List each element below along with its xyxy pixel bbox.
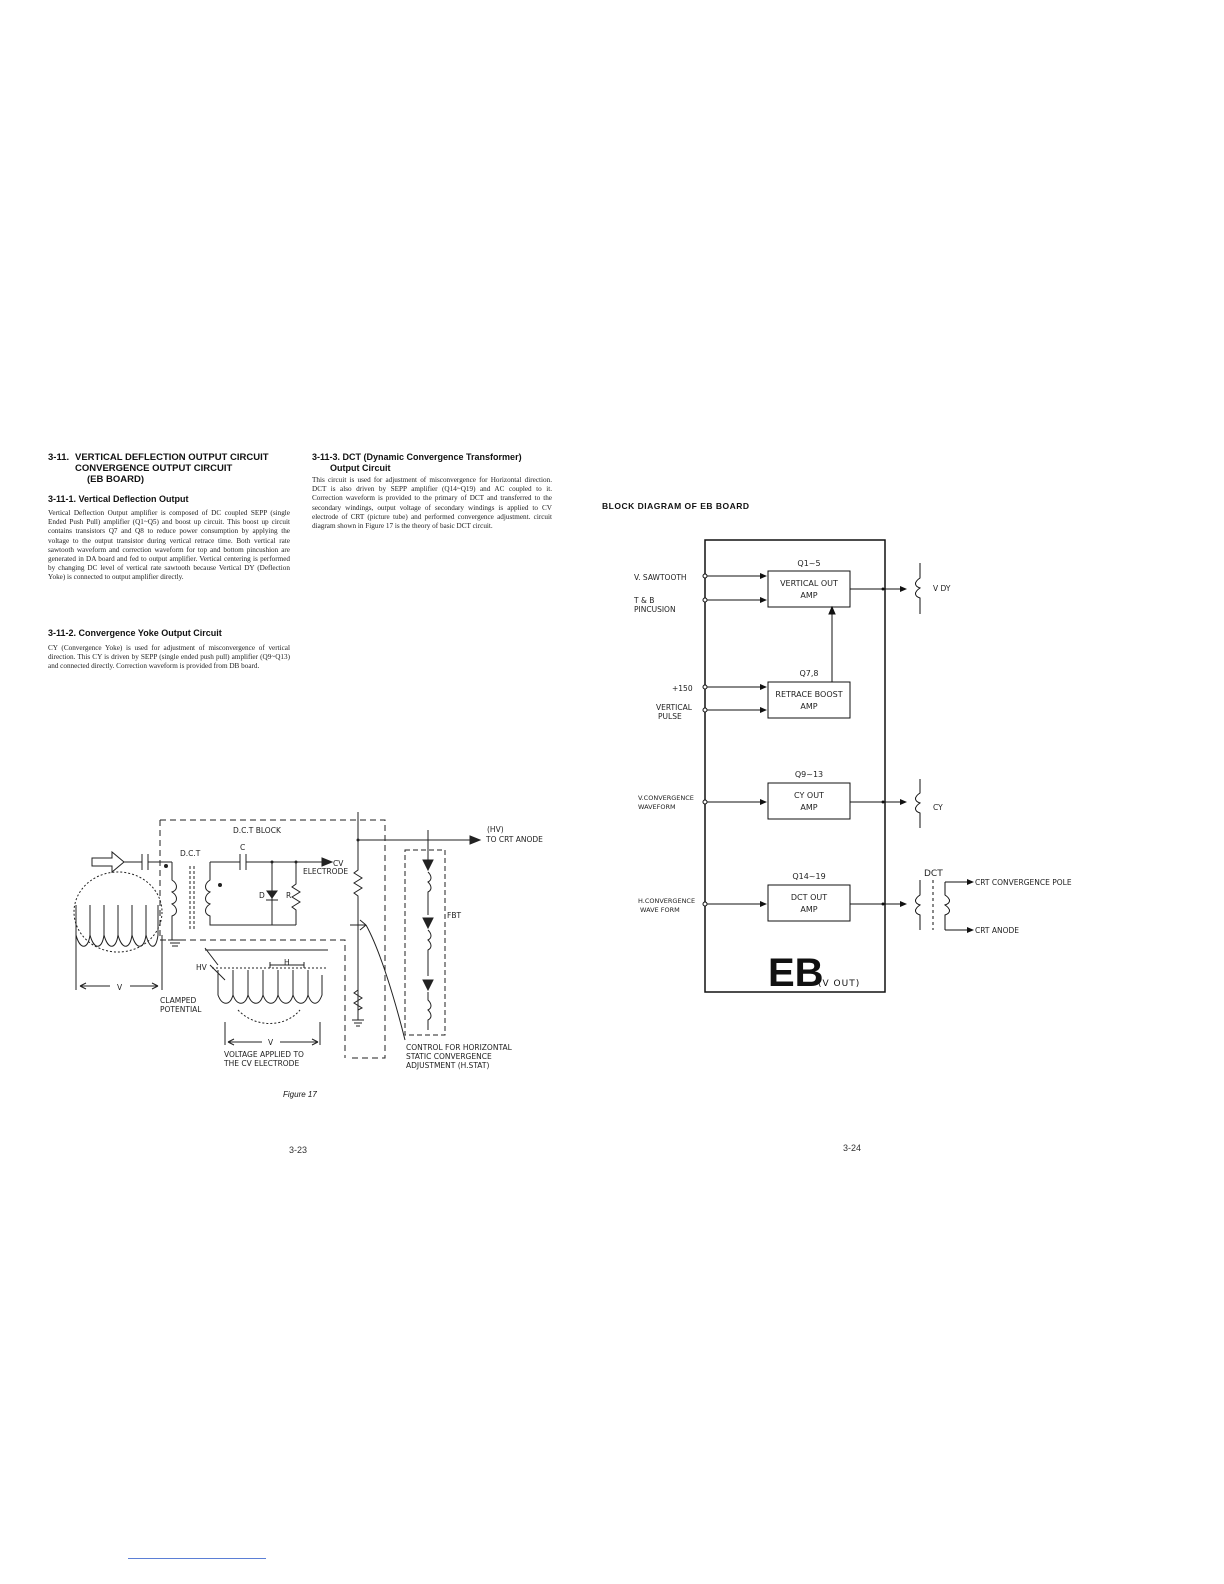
label-dct-block: D.C.T BLOCK <box>233 826 282 835</box>
output-crt-anode: CRT ANODE <box>975 926 1019 935</box>
label-control-line2: STATIC CONVERGENCE <box>406 1052 492 1061</box>
section-title-line1: VERTICAL DEFLECTION OUTPUT CIRCUIT <box>75 452 269 463</box>
block-retrace-boost-amp <box>767 681 851 719</box>
input-arrow-icon <box>91 850 125 874</box>
subsection-title-dct-line1: 3-11-3. DCT (Dynamic Convergence Transfo… <box>312 452 522 462</box>
subsection-title-convergence-yoke: 3-11-2. Convergence Yoke Output Circuit <box>48 628 222 638</box>
diode-d <box>266 890 278 899</box>
series-capacitor <box>239 854 247 870</box>
block-q14-19: Q14~19 <box>792 872 825 881</box>
label-hv-small: HV <box>196 963 208 972</box>
dct-primary <box>915 880 922 930</box>
block-q9-13: Q9~13 <box>795 770 823 779</box>
page-number-left: 3-23 <box>289 1145 308 1155</box>
block-retrace-boost-label: RETRACE BOOST <box>775 690 842 699</box>
label-dct: D.C.T <box>180 849 201 858</box>
subsection-title-vertical-deflection: 3-11-1. Vertical Deflection Output <box>48 494 189 504</box>
subsection-body-dct: This circuit is used for adjustment of m… <box>312 476 552 531</box>
block-dct-out-label: DCT OUT <box>791 893 827 902</box>
board-label-eb: EB <box>768 951 824 995</box>
label-cv: CV <box>333 859 344 868</box>
label-d: D <box>259 891 265 900</box>
input-plus150: +150 <box>672 684 693 693</box>
input-v-sawtooth: V. SAWTOOTH <box>634 573 687 582</box>
block-q1-5: Q1~5 <box>797 559 820 568</box>
section-number: 3-11. <box>48 452 70 463</box>
output-dct: DCT <box>924 869 943 879</box>
input-vconv-line1: V.CONVERGENCE <box>638 794 694 802</box>
label-cv-electrode: THE CV ELECTRODE <box>223 1059 299 1068</box>
vdy-coil <box>915 563 922 614</box>
page-number-right: 3-24 <box>843 1143 862 1153</box>
waveform-ellipse <box>73 871 163 953</box>
figure-17-circuit-diagram: D.C.T BLOCK D.C.T C CV ELECTRODE D R (HV… <box>73 812 543 1070</box>
input-vertical: VERTICAL <box>656 703 693 712</box>
subsection-title-dct-line2: Output Circuit <box>330 463 391 473</box>
eb-board-block-diagram: V. SAWTOOTH T & B PINCUSION +150 VERTICA… <box>633 539 1072 995</box>
label-fbt: FBT <box>447 911 461 920</box>
section-title-line2: CONVERGENCE OUTPUT CIRCUIT <box>75 463 233 474</box>
hv-line <box>357 812 478 841</box>
output-cy: CY <box>933 803 943 812</box>
resistor-r <box>291 862 301 925</box>
block-retrace-amp-label: AMP <box>800 702 817 711</box>
label-v-left: V <box>117 983 123 992</box>
dct-secondary <box>943 882 950 930</box>
input-tb-line1: T & B <box>633 596 654 605</box>
input-hconv-line2: WAVE FORM <box>640 906 680 914</box>
block-cy-out-label: CY OUT <box>794 791 824 800</box>
subsection-title-dct: 3-11-3. DCT (Dynamic Convergence Transfo… <box>312 452 522 474</box>
label-hv: (HV) <box>487 825 504 834</box>
input-tb-line2: PINCUSION <box>634 605 676 614</box>
label-c: C <box>240 843 245 852</box>
subsection-body-convergence-yoke: CY (Convergence Yoke) is used for adjust… <box>48 644 290 671</box>
input-pulse: PULSE <box>658 712 682 721</box>
hstat-pointer <box>365 924 406 1041</box>
input-waveform <box>75 905 159 947</box>
fbt-box <box>404 849 446 1036</box>
block-vertical-out-label: VERTICAL OUT <box>780 579 838 588</box>
figure-caption: Figure 17 <box>283 1090 317 1099</box>
section-title-line3: (EB BOARD) <box>87 474 144 485</box>
block-dct-out-amp <box>767 884 851 922</box>
block-cy-out-amp <box>767 782 851 820</box>
block-vertical-out-amp <box>767 570 851 608</box>
clamped-waveform <box>217 970 323 1004</box>
label-clamped: CLAMPED <box>160 996 196 1005</box>
label-potential: POTENTIAL <box>160 1005 202 1014</box>
output-crt-convergence-pole: CRT CONVERGENCE POLE <box>975 878 1072 887</box>
label-v-bottom: V <box>268 1038 274 1047</box>
label-h: H <box>284 958 290 967</box>
block-vertical-amp-label: AMP <box>800 591 817 600</box>
footer-rule <box>128 1558 266 1559</box>
label-control-line3: ADJUSTMENT (H.STAT) <box>406 1061 489 1070</box>
block-dct-amp-label: AMP <box>800 905 817 914</box>
output-vdy: V DY <box>933 584 951 593</box>
label-electrode: ELECTRODE <box>303 867 348 876</box>
eb-board-outline <box>704 539 886 993</box>
input-capacitor <box>141 854 149 870</box>
cy-coil <box>915 779 922 828</box>
label-control-line1: CONTROL FOR HORIZONTAL <box>406 1043 513 1052</box>
block-cy-amp-label: AMP <box>800 803 817 812</box>
input-vconv-line2: WAVEFORM <box>638 803 676 811</box>
label-r: R <box>286 891 291 900</box>
input-hconv-line1: H.CONVERGENCE <box>638 897 695 905</box>
block-diagram-title: BLOCK DIAGRAM OF EB BOARD <box>602 501 750 511</box>
label-to-crt-anode: TO CRT ANODE <box>485 835 543 844</box>
board-label-v-out: (V OUT) <box>818 979 860 989</box>
subsection-body-vertical-deflection: Vertical Deflection Output amplifier is … <box>48 509 290 582</box>
block-q7-8: Q7,8 <box>799 669 818 678</box>
section-title: VERTICAL DEFLECTION OUTPUT CIRCUIT CONVE… <box>75 452 269 485</box>
dct-block-border <box>160 819 386 1059</box>
label-voltage-applied: VOLTAGE APPLIED TO <box>224 1050 304 1059</box>
dct-primary-coil <box>170 862 177 940</box>
